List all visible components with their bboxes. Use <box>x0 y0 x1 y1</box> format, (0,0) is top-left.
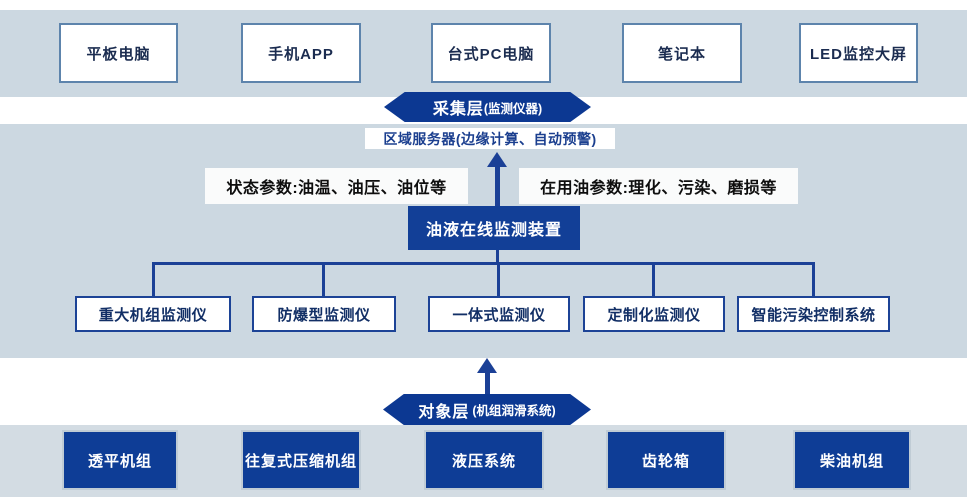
client-box-tablet: 平板电脑 <box>59 23 178 83</box>
oil-monitoring-device-box: 油液在线监测装置 <box>408 206 580 250</box>
param-label-oil: 在用油参数:理化、污染、磨损等 <box>519 168 798 204</box>
object-layer-pill: 对象层(机组润滑系统) <box>383 394 591 425</box>
collection-layer-pill: 采集层(监测仪器) <box>384 92 591 122</box>
connector-drop-2 <box>322 262 325 296</box>
up-arrow-icon <box>487 152 507 167</box>
object-layer-title: 对象层 <box>418 403 470 421</box>
monitor-box-customized: 定制化监测仪 <box>583 296 725 332</box>
object-layer-subtitle: (机组润滑系统) <box>472 404 556 418</box>
connector-drop-4 <box>652 262 655 296</box>
monitor-box-major-unit: 重大机组监测仪 <box>75 296 231 332</box>
monitor-box-pollution-control: 智能污染控制系统 <box>737 296 890 332</box>
client-box-led-screen: LED监控大屏 <box>799 23 918 83</box>
connector-stem <box>496 250 499 263</box>
up-arrow-icon-lower <box>477 358 497 373</box>
collection-layer-subtitle: (监测仪器) <box>483 101 543 116</box>
client-box-mobile-app: 手机APP <box>241 23 361 83</box>
object-box-diesel: 柴油机组 <box>793 430 911 490</box>
regional-server-label: 区域服务器(边缘计算、自动预警) <box>365 128 615 149</box>
monitor-box-integrated: 一体式监测仪 <box>428 296 570 332</box>
client-box-laptop: 笔记本 <box>622 23 742 83</box>
connector-horizontal <box>152 262 815 265</box>
object-box-turbine: 透平机组 <box>62 430 178 490</box>
object-box-gearbox: 齿轮箱 <box>606 430 726 490</box>
connector-drop-5 <box>812 262 815 296</box>
monitor-box-explosion-proof: 防爆型监测仪 <box>252 296 396 332</box>
object-box-hydraulic: 液压系统 <box>424 430 544 490</box>
connector-drop-3 <box>497 262 500 296</box>
up-arrow-shaft-lower <box>485 371 490 395</box>
connector-drop-1 <box>152 262 155 296</box>
up-arrow-shaft <box>495 165 500 206</box>
client-box-desktop-pc: 台式PC电脑 <box>431 23 551 83</box>
param-label-status: 状态参数:油温、油压、油位等 <box>205 168 468 204</box>
collection-layer-title: 采集层 <box>432 101 484 118</box>
object-box-reciprocating-compressor: 往复式压缩机组 <box>241 430 361 490</box>
